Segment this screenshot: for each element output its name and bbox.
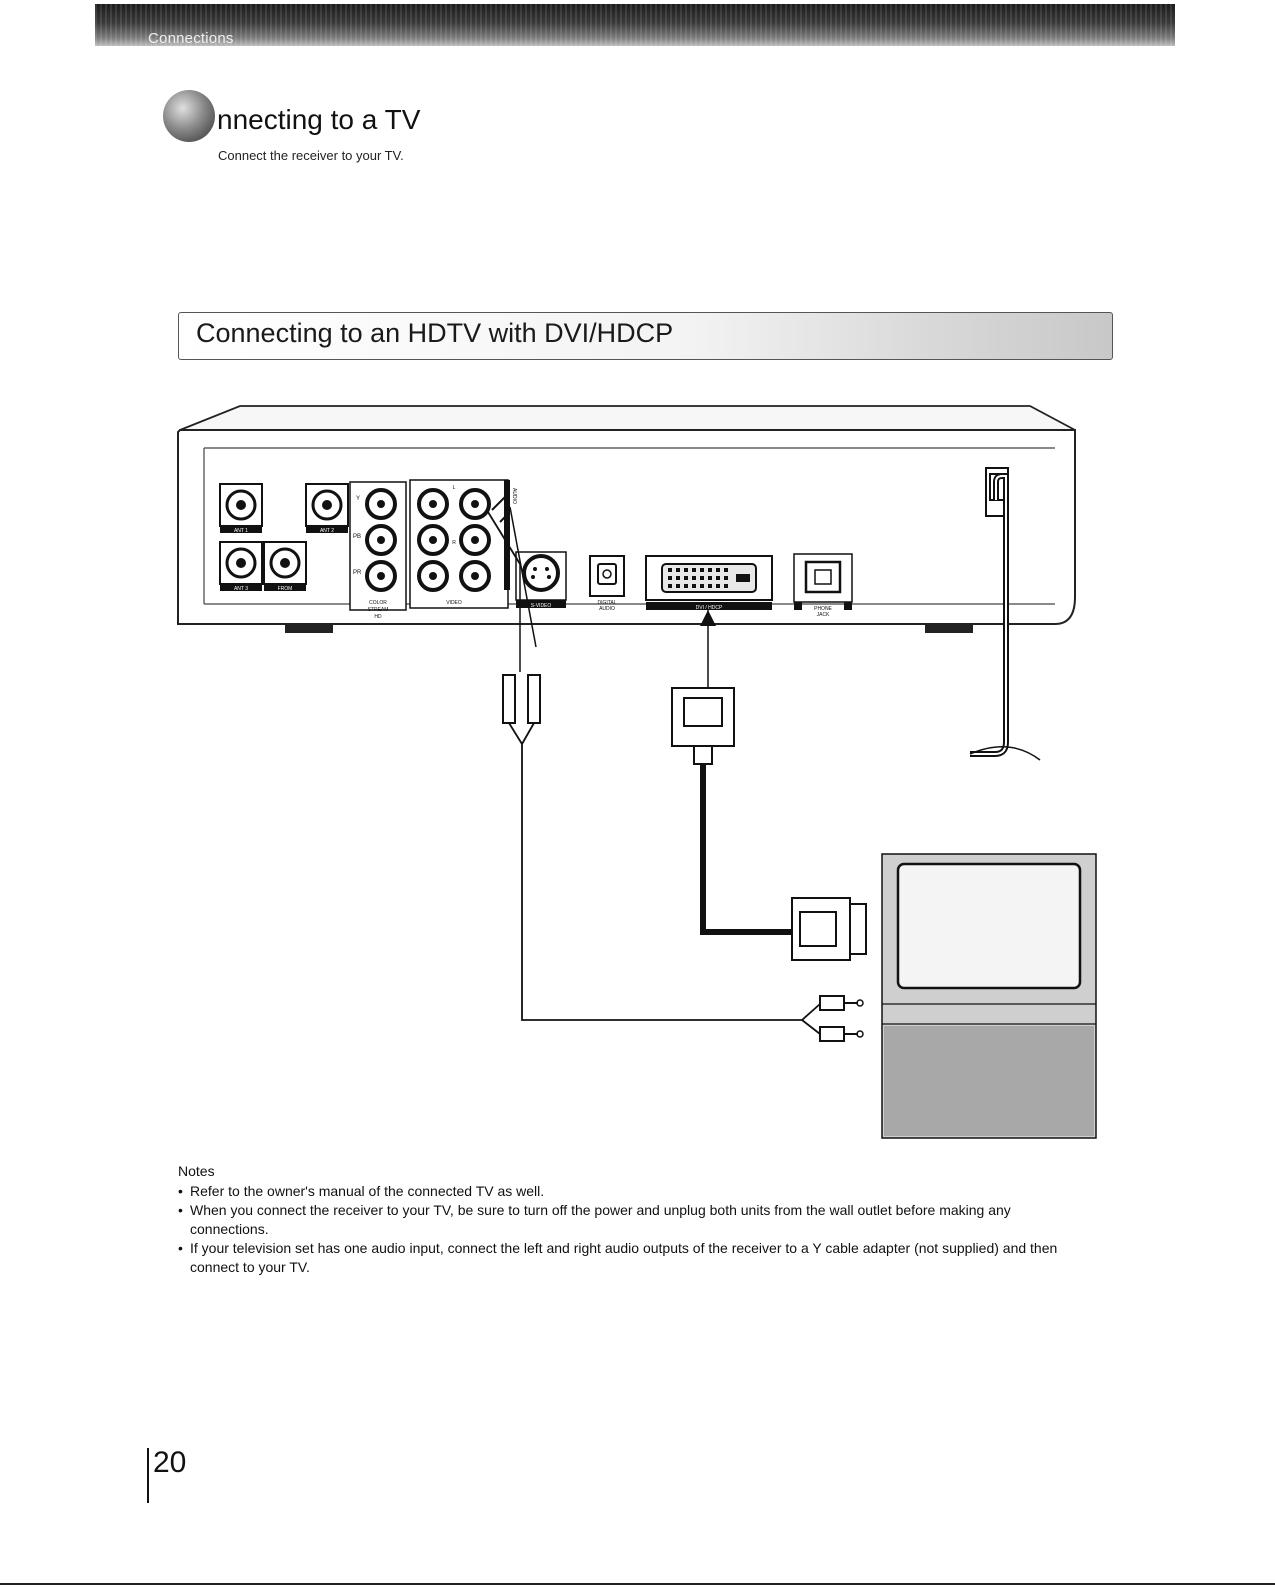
connection-diagram: ANT 1 ANT 2 ANT 3 FROM Y PB PR COLOR STR… xyxy=(177,405,1097,1139)
dvi-hdcp-port-icon: DVI / HDCP xyxy=(645,555,773,611)
page-title: nnecting to a TV xyxy=(217,104,421,135)
dvi-cable xyxy=(671,610,867,961)
title-bullet-icon xyxy=(163,90,215,142)
y-label: Y xyxy=(356,496,360,502)
ant1-label: ANT 1 xyxy=(234,528,248,534)
page-subtitle: Connect the receiver to your TV. xyxy=(218,148,404,163)
pb-label: PB xyxy=(353,534,361,540)
from-label: FROM xyxy=(278,586,293,592)
notes-heading: Notes xyxy=(178,1163,215,1179)
digital-audio-label: DIGITAL xyxy=(597,600,616,606)
page-number-rule xyxy=(147,1448,149,1503)
dvi-hdcp-label: DVI / HDCP xyxy=(696,605,723,611)
color-stream-label-2: STREAM xyxy=(368,607,389,613)
note-item: When you connect the receiver to your TV… xyxy=(178,1201,1088,1239)
audio-l-label: L xyxy=(453,485,456,491)
note-item: If your television set has one audio inp… xyxy=(178,1239,1088,1277)
section-label: Connections xyxy=(148,30,234,47)
ant3-label: ANT 3 xyxy=(234,586,248,592)
ant1-connector-icon: ANT 1 xyxy=(219,483,263,534)
audio-label: AUDIO xyxy=(511,488,517,504)
subsection-bar xyxy=(178,312,1113,360)
digital-audio-jack-icon: DIGITAL AUDIO xyxy=(589,555,625,612)
color-stream-label: COLOR xyxy=(369,600,387,606)
tv-icon xyxy=(881,853,1097,1139)
header-band xyxy=(95,4,1175,46)
digital-audio-label-2: AUDIO xyxy=(599,606,615,612)
phone-jack-label-2: JACK xyxy=(817,612,830,618)
bottom-rule xyxy=(0,1583,1275,1585)
phone-jack-label: PHONE xyxy=(814,606,832,612)
power-cord xyxy=(969,467,1041,761)
svideo-jack-icon: S-VIDEO xyxy=(515,551,567,609)
color-stream-jacks: Y PB PR COLOR STREAM HD xyxy=(349,481,407,620)
video-label: VIDEO xyxy=(446,600,462,606)
audio-video-jacks: L R AUDIO VIDEO xyxy=(409,479,517,609)
svideo-label: S-VIDEO xyxy=(531,603,552,609)
phone-jack-icon: PHONE JACK xyxy=(793,553,853,618)
audio-cable xyxy=(487,506,864,1042)
ant3-connector-icon: ANT 3 xyxy=(219,541,263,592)
subsection-title: Connecting to an HDTV with DVI/HDCP xyxy=(196,318,674,348)
audio-r-label: R xyxy=(452,540,456,546)
page-number: 20 xyxy=(153,1446,187,1479)
notes-list: Refer to the owner's manual of the conne… xyxy=(178,1182,1088,1277)
color-stream-label-3: HD xyxy=(374,614,382,620)
ant2-connector-icon: ANT 2 xyxy=(305,483,349,534)
pr-label: PR xyxy=(353,570,362,576)
note-item: Refer to the owner's manual of the conne… xyxy=(178,1182,1088,1201)
ant2-label: ANT 2 xyxy=(320,528,334,534)
from-connector-icon: FROM xyxy=(263,541,307,592)
